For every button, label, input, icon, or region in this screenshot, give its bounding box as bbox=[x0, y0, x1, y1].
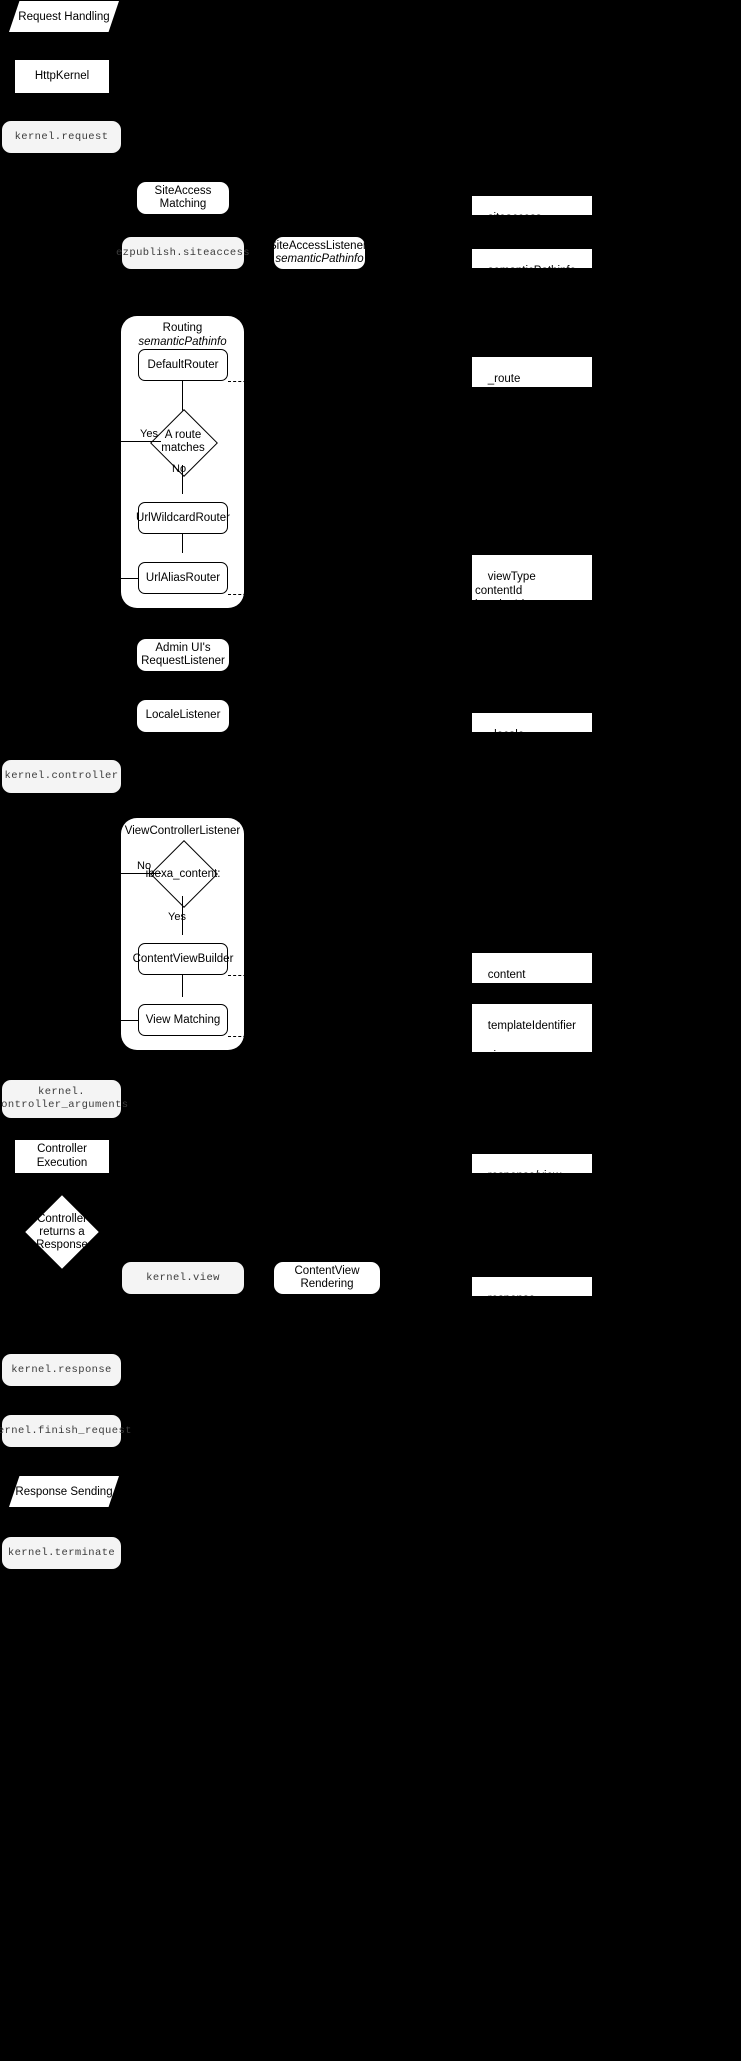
event-kernel-controller-arguments: kernel. controller_arguments bbox=[0, 1080, 128, 1118]
node-defaultrouter: DefaultRouter bbox=[138, 349, 228, 381]
data-label-template-controllerref: templateIdentifier controllerReference bbox=[472, 1004, 592, 1046]
edge-defaultrouter-dashed bbox=[228, 381, 272, 382]
data-label-response-view: response/view bbox=[472, 1154, 592, 1182]
data-label-locale: _locale bbox=[472, 713, 592, 741]
node-admin-ui-request-listener: Admin UI's RequestListener bbox=[137, 639, 229, 671]
node-siteaccess-matching-label: SiteAccess Matching bbox=[154, 184, 212, 211]
data-label-viewtype-contentid-locationid: viewType contentId locationId bbox=[472, 555, 592, 611]
data-label-content-location-text: content location bbox=[475, 969, 526, 995]
node-siteaccess-listener-line1: SiteAccessListener: bbox=[269, 239, 370, 252]
decision-ibexa-content-label: ibexa_content: bbox=[144, 866, 222, 882]
node-httpkernel: HttpKernel bbox=[15, 60, 109, 93]
banner-request-handling-label: Request Handling bbox=[18, 10, 110, 23]
event-kernel-finish-request-label: kernel.finish_request bbox=[0, 1424, 132, 1437]
event-kernel-request-label: kernel.request bbox=[14, 130, 109, 143]
node-contentview-rendering-label: ContentView Rendering bbox=[294, 1264, 360, 1291]
data-label-siteaccess-text: siteaccess bbox=[487, 212, 542, 224]
decision-route-matches-yes: Yes bbox=[140, 428, 158, 440]
event-kernel-finish-request: kernel.finish_request bbox=[0, 1415, 131, 1447]
event-kernel-response-label: kernel.response bbox=[11, 1363, 112, 1376]
routing-title-italic: semanticPathinfo bbox=[138, 335, 227, 348]
event-kernel-response: kernel.response bbox=[2, 1354, 121, 1386]
decision-route-matches-label: A route matches bbox=[152, 425, 214, 459]
data-label-route-controller-text: _route _controller bbox=[475, 373, 529, 399]
arrow-ibexa-yes-down bbox=[178, 935, 188, 943]
node-controller-execution: Controller Execution bbox=[15, 1140, 109, 1173]
decision-controller-returns-line1: Controller bbox=[37, 1212, 87, 1225]
data-label-response-view-text: response/view bbox=[487, 1170, 562, 1182]
node-siteaccess-matching: SiteAccess Matching bbox=[137, 182, 229, 214]
group-viewcontrollerlistener-title: ViewControllerListener bbox=[124, 825, 241, 837]
banner-response-sending: Response Sending bbox=[9, 1476, 119, 1507]
event-kernel-controller-arguments-label: kernel. controller_arguments bbox=[0, 1086, 129, 1111]
edge-viewmatching-left bbox=[121, 1020, 139, 1022]
data-label-semanticpathinfo-text: semanticPathinfo bbox=[487, 265, 576, 277]
edge-urlaliasrouter-dashed bbox=[228, 594, 272, 595]
data-label-view: view bbox=[472, 1034, 592, 1062]
decision-controller-returns-line3: Response bbox=[36, 1238, 88, 1251]
node-httpkernel-label: HttpKernel bbox=[34, 69, 90, 82]
event-kernel-view-label: kernel.view bbox=[146, 1271, 220, 1284]
arrow-cvb-to-viewmatching bbox=[178, 997, 188, 1005]
data-label-siteaccess: siteaccess bbox=[472, 196, 592, 224]
node-contentviewbuilder: ContentViewBuilder bbox=[133, 943, 233, 975]
banner-request-handling: Request Handling bbox=[9, 1, 119, 32]
decision-ibexa-content-line1: ibexa_content: bbox=[145, 867, 221, 880]
event-kernel-terminate: kernel.terminate bbox=[2, 1537, 121, 1569]
banner-response-sending-label: Response Sending bbox=[15, 1485, 113, 1498]
node-urlaliasrouter: UrlAliasRouter bbox=[138, 562, 228, 594]
node-siteaccess-listener: SiteAccessListener: semanticPathinfo bbox=[269, 237, 370, 269]
edge-wildcard-to-alias bbox=[182, 534, 184, 555]
data-label-content-location: content location bbox=[472, 953, 592, 995]
decision-controller-returns-response-label: Controller returns a Response bbox=[25, 1211, 99, 1253]
decision-route-matches-no: No bbox=[172, 463, 187, 475]
edge-ibexa-yes-down bbox=[182, 896, 184, 937]
edge-viewmatching-dashed bbox=[228, 1036, 272, 1037]
node-controller-execution-label: Controller Execution bbox=[36, 1143, 88, 1169]
data-label-semanticpathinfo: semanticPathinfo bbox=[472, 249, 592, 277]
data-label-locale-text: _locale bbox=[487, 729, 525, 741]
decision-ibexa-content-yes: Yes bbox=[168, 911, 186, 923]
node-siteaccess-listener-line2: semanticPathinfo bbox=[275, 253, 364, 265]
node-urlwildcardrouter: UrlWildcardRouter bbox=[136, 502, 230, 534]
decision-controller-returns-line2: returns a bbox=[39, 1225, 85, 1238]
node-urlwildcardrouter-label: UrlWildcardRouter bbox=[136, 512, 230, 524]
node-admin-ui-request-listener-line1: Admin UI's bbox=[155, 641, 211, 654]
event-ezpublish-siteaccess-label: ezpublish.siteaccess bbox=[115, 246, 251, 259]
edge-route-no-down bbox=[182, 465, 184, 497]
data-label-response: response bbox=[472, 1277, 592, 1305]
node-admin-ui-request-listener-line2: RequestListener bbox=[141, 655, 225, 667]
data-label-view-text: view bbox=[487, 1050, 511, 1062]
routing-title-prefix: Routing bbox=[162, 322, 203, 334]
data-label-route-controller: _route _controller bbox=[472, 357, 592, 399]
node-urlaliasrouter-label: UrlAliasRouter bbox=[145, 572, 221, 584]
arrow-route-no-down bbox=[178, 494, 188, 502]
node-contentviewbuilder-label: ContentViewBuilder bbox=[132, 953, 234, 965]
event-kernel-controller-label: kernel.controller bbox=[4, 770, 119, 782]
event-kernel-view: kernel.view bbox=[122, 1262, 244, 1294]
data-label-response-text: response bbox=[487, 1293, 536, 1305]
edge-defaultrouter-to-decision bbox=[182, 381, 184, 413]
node-contentview-rendering: ContentView Rendering bbox=[274, 1262, 380, 1294]
edge-ibexa-no-left bbox=[121, 873, 161, 875]
group-routing-title-line1: Routing semanticPathinfo bbox=[138, 322, 226, 348]
decision-route-matches-line2: matches bbox=[161, 442, 205, 454]
event-ezpublish-siteaccess: ezpublish.siteaccess bbox=[116, 237, 250, 269]
event-kernel-controller: kernel.controller bbox=[2, 760, 121, 793]
node-defaultrouter-label: DefaultRouter bbox=[147, 359, 219, 371]
event-kernel-terminate-label: kernel.terminate bbox=[7, 1546, 116, 1559]
event-kernel-request: kernel.request bbox=[2, 121, 121, 153]
node-locale-listener-label: LocaleListener bbox=[145, 709, 221, 722]
data-label-viewtype-contentid-locationid-text: viewType contentId locationId bbox=[475, 571, 536, 611]
edge-route-yes-left bbox=[121, 441, 161, 443]
edge-cvb-to-viewmatching bbox=[182, 975, 184, 1000]
node-locale-listener: LocaleListener bbox=[137, 700, 229, 732]
decision-route-matches-line1: A route bbox=[164, 429, 202, 441]
node-view-matching-label: View Matching bbox=[145, 1014, 221, 1026]
edge-urlaliasrouter-left bbox=[121, 578, 139, 580]
arrow-wildcard-to-alias bbox=[178, 553, 188, 561]
edge-contentviewbuilder-dashed bbox=[228, 975, 272, 976]
decision-ibexa-content-no: No bbox=[137, 860, 152, 872]
node-view-matching: View Matching bbox=[138, 1004, 228, 1036]
